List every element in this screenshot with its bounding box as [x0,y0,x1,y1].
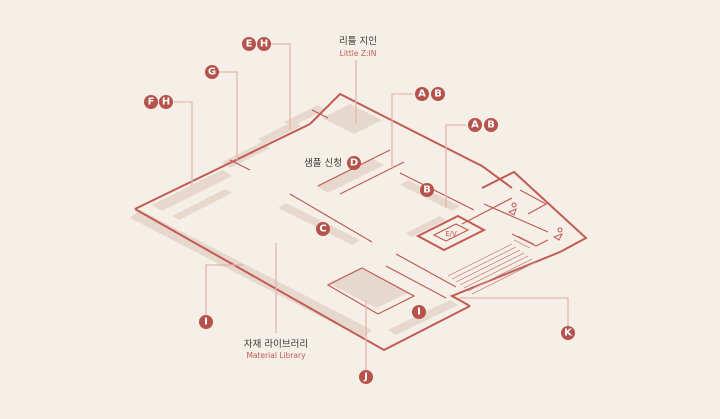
ev-box-inner [432,223,470,242]
badge-g[interactable]: G [205,65,219,79]
little-zin-label-ko: 리틀 지인 [339,36,377,47]
badge-j-text: J [363,372,368,383]
badge-h-left[interactable]: H [159,95,173,109]
badge-k[interactable]: K [561,326,575,340]
leader-ab-1 [391,93,413,168]
wall-inner-1 [289,193,373,243]
restroom-wall-1 [483,203,549,233]
restroom-icon-2 [552,227,564,241]
badge-b-top[interactable]: B [431,87,445,101]
material-library-label-en: Material Library [246,351,306,360]
wall-west-north [134,123,311,210]
wall-north-room [309,92,473,162]
wall-inner-4 [399,172,475,211]
restroom-icon-1 [507,202,517,216]
restroom-wall-3 [511,233,549,247]
stair-step-6 [467,258,533,292]
restroom-wall-2 [519,189,548,215]
leader-lines [174,43,569,372]
badge-i-left-text: I [204,317,208,328]
room-east-edge [461,197,513,225]
shelf-areas [130,104,460,338]
badge-d-text: D [350,158,358,169]
j-room-outline [326,267,416,315]
leader-k [458,297,569,328]
shelf-nw-3 [284,105,325,127]
badge-g-text: G [208,67,216,78]
badge-c[interactable]: C [316,222,330,236]
badge-j[interactable]: J [359,370,373,384]
badge-a-right[interactable]: A [468,118,482,132]
stair-step-9 [517,235,535,245]
badge-b-right[interactable]: B [484,118,498,132]
badge-b-mid[interactable]: B [420,183,434,197]
ev-label: E/V [445,230,457,238]
leader-ab-2 [445,124,466,208]
badge-a-top[interactable]: A [415,87,429,101]
badge-b-top-text: B [434,89,442,100]
badge-a-top-text: A [418,89,426,100]
stair-step-7 [471,261,537,295]
badge-e-top[interactable]: E [242,37,256,51]
stair-step-2 [451,246,517,280]
wall-inner-5 [395,253,457,288]
badge-h-top-text: H [260,39,268,50]
leader-g [219,71,238,160]
badge-h-left-text: H [162,97,170,108]
shelf-sample-d [316,158,384,193]
ev-box [415,214,487,252]
badge-i-left[interactable]: I [199,315,213,329]
wall-east-block [481,170,588,253]
badge-h-top[interactable]: H [257,37,271,51]
stair-step-1 [447,243,513,277]
shelf-j [328,268,408,308]
badge-b-right-text: B [487,120,495,131]
badge-k-text: K [564,328,573,339]
material-library-label-ko: 자재 라이브러리 [244,339,308,350]
badge-f-text: F [148,97,155,108]
badge-e-top-text: E [246,39,253,50]
leader-eh-top [271,43,291,130]
stair-step-8 [513,239,531,249]
shelf-west-1 [152,170,232,211]
badge-c-text: C [319,224,326,235]
badge-b-mid-text: B [423,185,431,196]
walls [134,92,588,352]
stairs [447,235,537,295]
shelf-ev-left [406,216,446,237]
shelf-north-room [322,104,382,134]
sample-request-label: 샘플 신청 [304,158,342,169]
wall-east-lower [449,251,561,307]
stair-step-4 [459,252,525,286]
stair-step-3 [455,249,521,283]
wall-inner-7 [311,109,329,119]
wall-inner-6 [385,265,447,299]
little-zin-label-en: Little Z:IN [340,49,377,58]
leader-fh [174,101,193,186]
leader-i-left [205,264,244,322]
badge-i-right[interactable]: I [412,305,426,319]
badge-i-right-text: I [417,307,421,318]
wall-east-upper [471,160,513,189]
badge-d[interactable]: D [347,156,361,170]
wall-inner-3 [339,161,405,195]
wall-south [134,208,471,352]
wall-inner-8 [229,159,251,171]
badge-f[interactable]: F [144,95,158,109]
badge-a-right-text: A [471,120,479,131]
stair-step-5 [463,255,529,289]
shelf-west-2 [172,189,232,220]
